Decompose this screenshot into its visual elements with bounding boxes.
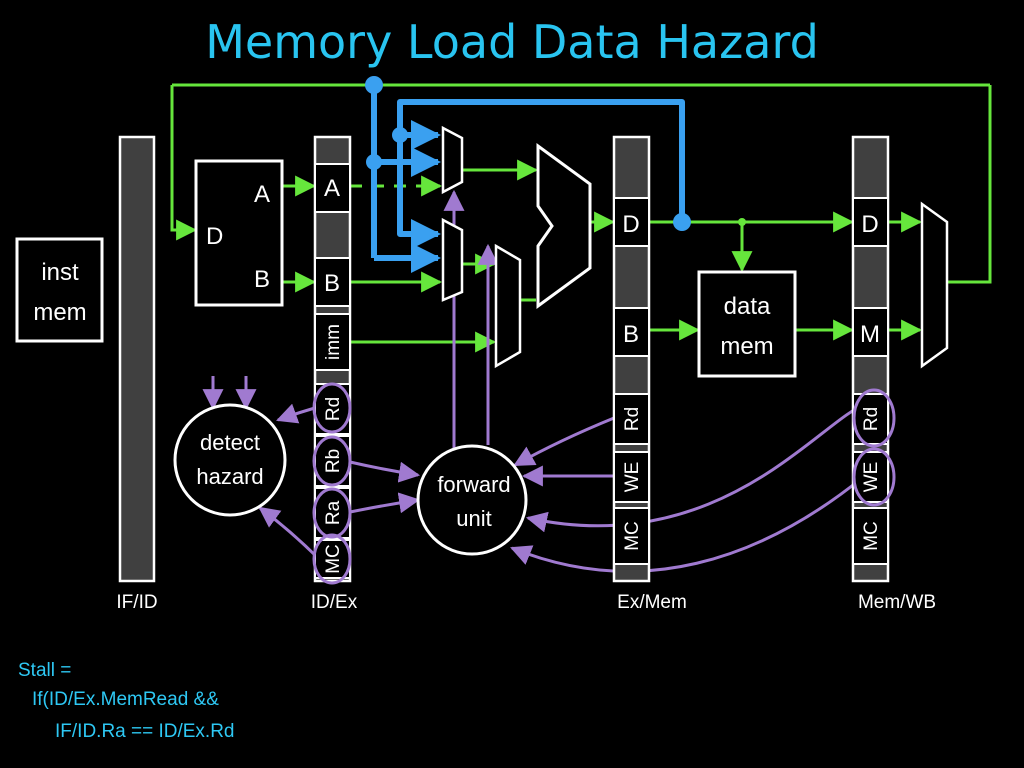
forward-mux-b — [441, 217, 464, 302]
memwb-mc-label: MC — [861, 521, 882, 551]
forward-mux-a — [441, 125, 464, 195]
idex-ra-label: Ra — [323, 500, 344, 525]
detect-hazard-unit — [173, 403, 287, 517]
idex-imm-label: imm — [323, 324, 344, 360]
data-mem-label-1: data — [724, 293, 771, 320]
detect-hazard-label-2: hazard — [196, 464, 263, 489]
inst-mem-label-2: mem — [33, 299, 86, 326]
exmem-b-label: B — [623, 321, 639, 348]
mem-wb-register — [851, 135, 890, 583]
idex-mc-label: MC — [323, 544, 344, 574]
exmem-d-label: D — [622, 211, 639, 238]
forward-unit — [416, 444, 528, 556]
idex-rd-label: Rd — [323, 397, 344, 421]
idex-highlight-ovals — [312, 382, 352, 585]
exmem-mc-label: MC — [622, 521, 643, 551]
idex-rb-highlight — [312, 435, 352, 487]
memwb-rd-label: Rd — [861, 407, 882, 431]
forward-junction-mid — [366, 154, 382, 170]
memwb-rd-highlight — [852, 388, 896, 448]
purple-control-wires — [202, 189, 867, 573]
exmem-rd-to-forward-unit — [513, 416, 615, 467]
alu-src-mux — [494, 243, 522, 369]
memwb-highlight-ovals — [852, 388, 896, 507]
alu — [536, 143, 592, 309]
inst-mem-label-1: inst — [41, 259, 79, 286]
idex-rd-highlight — [312, 382, 352, 434]
exmem-rd-label: Rd — [622, 407, 643, 431]
memwb-we-highlight — [852, 447, 896, 507]
stall-condition-line-3: IF/ID.Ra == ID/Ex.Rd — [55, 721, 235, 742]
exmem-we-label: WE — [622, 462, 643, 493]
regfile-a-port: A — [254, 181, 270, 208]
stall-condition-line-2: If(ID/Ex.MemRead && — [32, 689, 219, 710]
writeback-to-regfile-d — [170, 85, 198, 241]
memwb-rd-to-forward-unit — [525, 402, 867, 533]
detect-hazard-label-1: detect — [200, 430, 260, 455]
forward-unit-label-2: unit — [456, 506, 491, 531]
stall-condition-line-1: Stall = — [18, 660, 71, 681]
idex-ra-highlight — [312, 487, 352, 539]
regfile-d-port: D — [206, 223, 223, 250]
register-file-box — [194, 159, 284, 307]
rb-to-forward-unit — [349, 460, 421, 483]
data-mem-label-2: mem — [720, 333, 773, 360]
idex-b-label: B — [324, 270, 340, 297]
writeback-wire-right — [947, 85, 992, 284]
junction-dot — [738, 218, 746, 226]
forward-unit-label-1: forward — [437, 472, 510, 497]
mc-to-detect-hazard — [258, 506, 322, 562]
slide-title: Memory Load Data Hazard — [205, 15, 819, 69]
memwb-we-label: WE — [861, 462, 882, 493]
stage-label-mem-wb: Mem/WB — [858, 592, 936, 613]
inst-mem-box — [15, 237, 104, 343]
ex-mem-register — [612, 135, 651, 583]
idex-a-label: A — [324, 175, 340, 202]
idex-mc-highlight — [312, 533, 352, 585]
memwb-we-to-forward-unit — [510, 476, 863, 573]
stage-label-if-id: IF/ID — [116, 592, 157, 613]
stage-label-id-ex: ID/Ex — [311, 592, 358, 613]
data-mem-box — [697, 270, 797, 378]
memwb-m-label: M — [860, 321, 880, 348]
green-datapath-wires — [170, 83, 992, 353]
writeback-mux — [920, 201, 949, 369]
forward-junction-upper — [392, 127, 408, 143]
forward-junction-top — [365, 76, 383, 94]
stage-label-ex-mem: Ex/Mem — [617, 592, 687, 613]
memwb-d-label: D — [861, 211, 878, 238]
ra-to-forward-unit — [349, 492, 421, 514]
idex-rb-label: Rb — [323, 449, 344, 473]
if-id-register — [118, 135, 156, 583]
forward-junction-exmem — [673, 213, 691, 231]
regfile-b-port: B — [254, 266, 270, 293]
